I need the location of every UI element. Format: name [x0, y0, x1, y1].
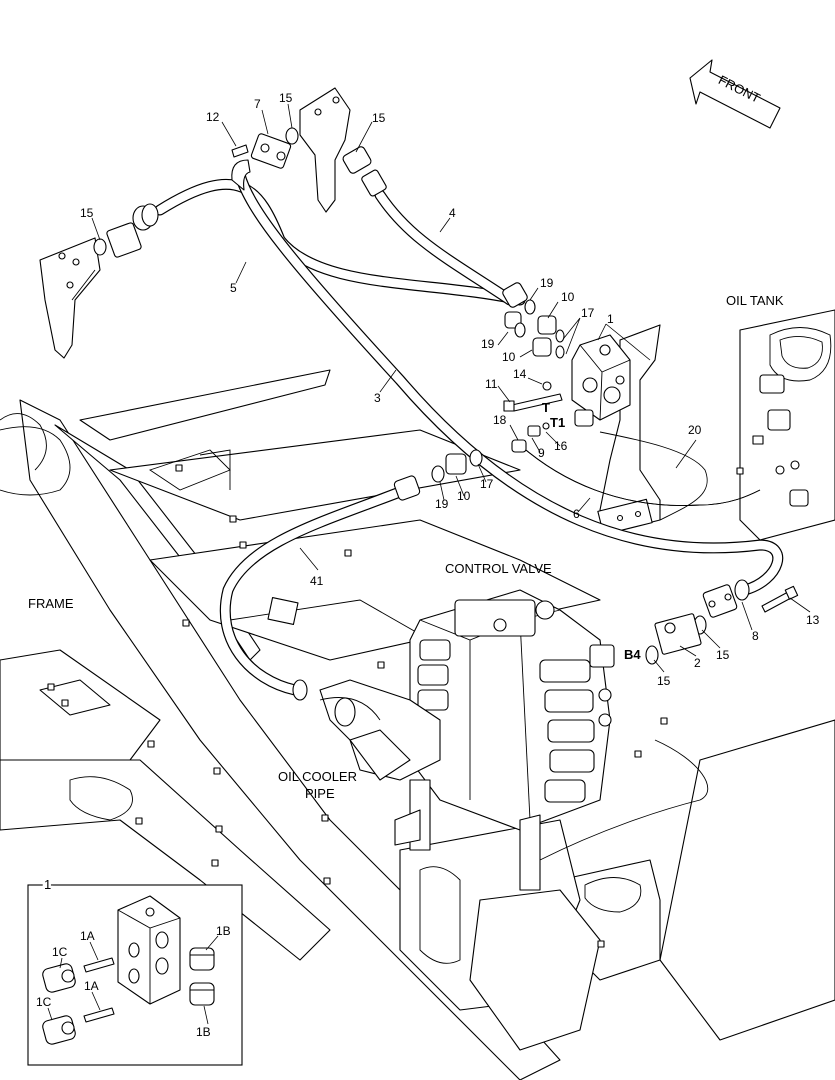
- valve-block-1: [571, 334, 631, 427]
- callout-10-upper: 10: [561, 290, 575, 304]
- callout-11: 11: [485, 377, 498, 391]
- hoses: [154, 169, 784, 861]
- callout-9: 9: [538, 446, 545, 460]
- callout-12: 12: [206, 110, 220, 124]
- callout-T1: T1: [550, 415, 565, 430]
- callout-T: T: [542, 400, 550, 415]
- inset-title: 1: [44, 877, 51, 892]
- leader-lines: [91, 103, 811, 673]
- callout-5: 5: [230, 281, 237, 295]
- oil-tank-label: OIL TANK: [726, 293, 784, 308]
- control-valve-label: CONTROL VALVE: [445, 561, 552, 576]
- callout-19-mid: 19: [481, 337, 495, 351]
- callout-19-lower: 19: [435, 497, 449, 511]
- callout-3: 3: [374, 391, 381, 405]
- callout-18: 18: [493, 413, 507, 427]
- callout-17-lower: 17: [480, 477, 494, 491]
- callout-14: 14: [513, 367, 527, 381]
- callout-20: 20: [688, 423, 702, 437]
- callout-15-lower: 15: [657, 674, 671, 688]
- inset-1A-bottom: 1A: [84, 979, 99, 993]
- callout-B4: B4: [624, 647, 641, 662]
- callout-2: 2: [694, 656, 701, 670]
- frame-label: FRAME: [28, 596, 74, 611]
- callout-labels: 12 7 15 15 15 5 4 19 10 17 1 19 10 14 11…: [80, 91, 820, 688]
- fittings: [93, 127, 809, 665]
- callout-6: 6: [573, 507, 580, 521]
- inset-1B-top: 1B: [216, 924, 231, 938]
- callout-10-lower: 10: [457, 489, 471, 503]
- front-arrow: FRONT: [689, 59, 781, 129]
- callout-41: 41: [310, 574, 324, 588]
- callout-7: 7: [254, 97, 261, 111]
- callout-10-mid: 10: [502, 350, 516, 364]
- inset-1C-bottom: 1C: [36, 995, 52, 1009]
- oil-cooler-pipe-label: PIPE: [305, 786, 335, 801]
- left-bracket: [39, 237, 101, 359]
- callout-4: 4: [449, 206, 456, 220]
- valve-sections: [417, 639, 615, 803]
- control-valve: [292, 589, 615, 891]
- inset-detail-1: 1 1A 1A 1B 1B 1C 1C: [27, 875, 243, 1066]
- callout-15-top: 15: [279, 91, 293, 105]
- oil-cooler-label: OIL COOLER: [278, 769, 357, 784]
- callout-19-upper: 19: [540, 276, 554, 290]
- frame-bolts: [47, 464, 744, 948]
- top-bracket: [299, 87, 351, 213]
- inset-1B-bottom: 1B: [196, 1025, 211, 1039]
- inset-1C-top: 1C: [52, 945, 68, 959]
- callout-15-right: 15: [716, 648, 730, 662]
- callout-13: 13: [806, 613, 820, 627]
- callout-15-top-right: 15: [372, 111, 386, 125]
- callout-16: 16: [554, 439, 568, 453]
- callout-8: 8: [752, 629, 759, 643]
- inset-1A-top: 1A: [80, 929, 95, 943]
- callout-15-left: 15: [80, 206, 94, 220]
- callout-1: 1: [607, 312, 614, 326]
- callout-17-upper: 17: [581, 306, 595, 320]
- area-labels: OIL TANK CONTROL VALVE FRAME OIL COOLER …: [28, 293, 784, 801]
